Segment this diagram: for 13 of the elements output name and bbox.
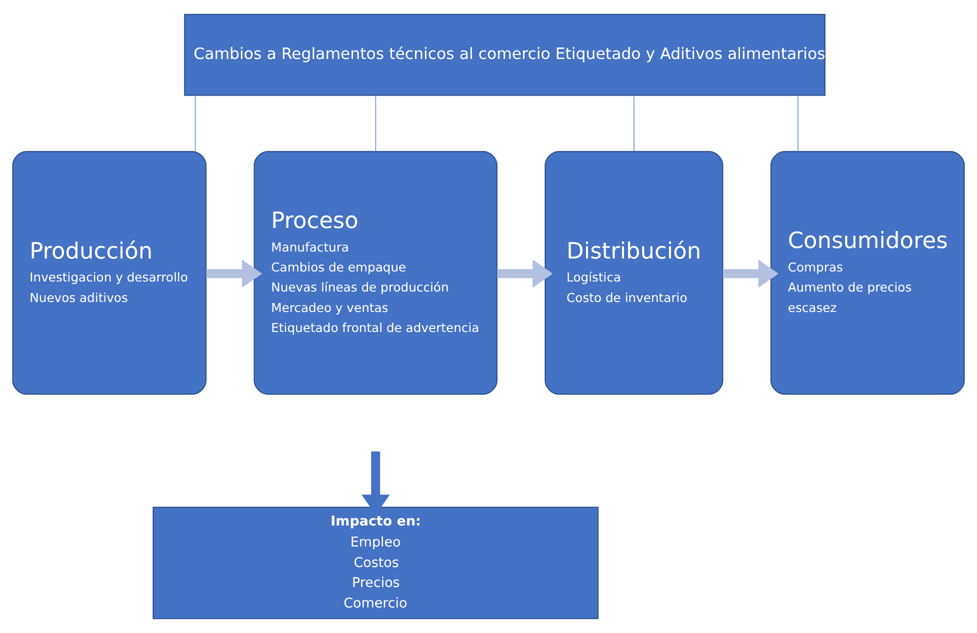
connector [194, 95, 196, 152]
arrow [497, 260, 553, 288]
node-box: Producción Investigacion y desarrollo Nuevos aditivos [12, 150, 207, 395]
node-box: Cambios a Reglamentos técnicos al comercio Etiquetado y Aditivos alimentarios [184, 14, 826, 96]
node-box: Consumidores Compras Aumento de precios escasez [770, 150, 965, 395]
connector [375, 95, 376, 152]
connector [633, 95, 635, 152]
node-box: Distribución Logística Costo de inventario [544, 150, 724, 395]
arrow [722, 260, 779, 288]
arrow [206, 260, 262, 288]
connector [797, 95, 799, 152]
node-box: Impacto en: Empleo Costos Precios Comercio [152, 506, 599, 620]
node-box: Proceso Manufactura Cambios de empaque Nuevas líneas de producción Mercadeo y ventas Etiquetado frontal de advertencia [254, 150, 498, 395]
